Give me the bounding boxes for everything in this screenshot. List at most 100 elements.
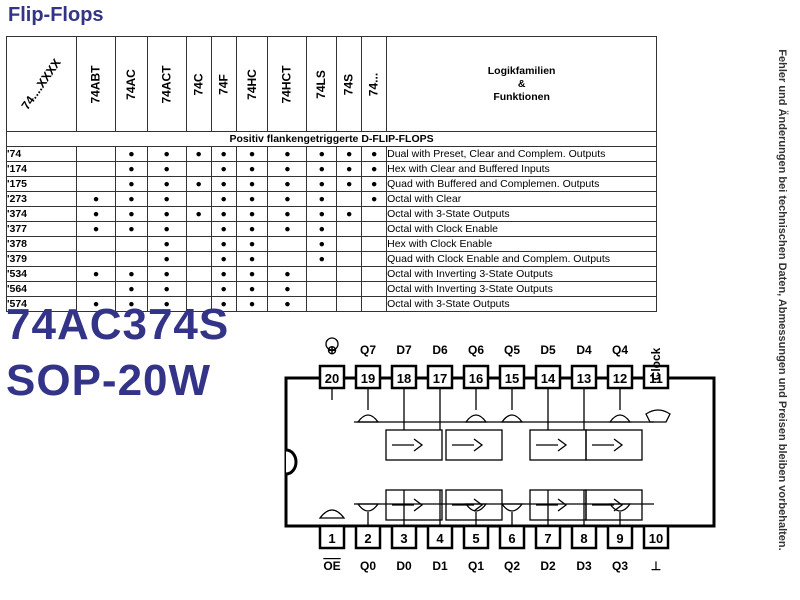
availability-dot: ● (235, 206, 269, 222)
pin-number: 18 (397, 371, 411, 386)
function-description: Quad with Buffered and Complemen. Output… (386, 176, 658, 192)
pin-label: Q3 (612, 559, 628, 573)
function-description: Octal with Clock Enable (386, 221, 658, 237)
clock-arrow (473, 498, 484, 512)
empty-cell (336, 251, 363, 267)
availability-dot: ● (267, 146, 308, 162)
part-code: '574 (6, 296, 77, 312)
function-description: Octal with 3-State Outputs (386, 296, 658, 312)
pin-bottom: 2Q0 (354, 524, 382, 573)
empty-cell (185, 251, 212, 267)
part-code: '377 (6, 221, 77, 237)
pin-number: 5 (472, 531, 479, 546)
empty-cell (361, 206, 388, 222)
availability-dot: ● (115, 266, 148, 282)
empty-cell (267, 236, 308, 252)
availability-dot: ● (361, 191, 388, 207)
availability-dot: ● (210, 266, 237, 282)
flipflop-cell (385, 489, 443, 521)
family-header: 74HC (235, 36, 269, 132)
empty-cell (115, 236, 148, 252)
table-row: '574●●●●●●Octal with 3-State Outputs (6, 296, 658, 312)
section-title: Positiv flankengetriggerte D-FLIP-FLOPS (5, 131, 658, 147)
pin-label: Q6 (468, 343, 484, 357)
availability-dot: ● (267, 191, 308, 207)
pin-label: Q4 (612, 343, 628, 357)
table-row: '378●●●●Hex with Clock Enable (6, 236, 658, 252)
availability-dot: ● (336, 146, 363, 162)
pin-label: Clock (649, 347, 663, 380)
pin-label: Q7 (360, 343, 376, 357)
part-code: '174 (6, 161, 77, 177)
table-row: '379●●●●Quad with Clock Enable and Compl… (6, 251, 658, 267)
availability-dot: ● (210, 296, 237, 312)
pin-label: D6 (432, 343, 448, 357)
pin-bottom: 4D1 (426, 524, 454, 573)
availability-dot: ● (235, 176, 269, 192)
empty-cell (306, 266, 338, 282)
empty-cell (75, 146, 117, 162)
page-title: Flip-Flops (8, 4, 104, 26)
clock-arrow (473, 438, 484, 452)
availability-dot: ● (235, 236, 269, 252)
availability-dot: ● (146, 221, 187, 237)
pin-bottom: 7D2 (534, 524, 562, 573)
pin-label: D0 (396, 559, 412, 573)
pin-label: ⊥ (651, 559, 661, 573)
empty-cell (336, 266, 363, 282)
part-code: '564 (6, 281, 77, 297)
availability-dot: ● (306, 236, 338, 252)
flipflop-cell (585, 489, 643, 521)
clock-buffer (645, 409, 671, 423)
pin-number: 20 (325, 371, 339, 386)
pin-number: 3 (400, 531, 407, 546)
pin-number: 1 (328, 531, 335, 546)
availability-dot: ● (235, 161, 269, 177)
empty-cell (185, 266, 212, 282)
pin-bottom: 5Q1 (462, 524, 490, 573)
availability-dot: ● (336, 176, 363, 192)
family-header: 74ACT (146, 36, 187, 132)
availability-dot: ● (146, 266, 187, 282)
ic-notch (285, 448, 298, 476)
availability-dot: ● (267, 266, 308, 282)
pin-bottom: 8D3 (570, 524, 598, 573)
function-description: Octal with Clear (386, 191, 658, 207)
availability-dot: ● (235, 281, 269, 297)
clock-arrow (413, 498, 424, 512)
availability-dot: ● (306, 161, 338, 177)
empty-cell (185, 161, 212, 177)
empty-cell (361, 251, 388, 267)
ic-pinout-diagram: 20⊕19Q718D717D616Q615Q514D513D412Q411Clo… (284, 337, 716, 573)
availability-dot: ● (115, 191, 148, 207)
clock-arrow (613, 438, 624, 452)
pin-label: Q2 (504, 559, 520, 573)
availability-dot: ● (75, 191, 117, 207)
function-description: Octal with 3-State Outputs (386, 206, 658, 222)
pin-number: 15 (505, 371, 519, 386)
empty-cell (267, 251, 308, 267)
availability-dot: ● (361, 146, 388, 162)
empty-cell (185, 221, 212, 237)
empty-cell (361, 221, 388, 237)
availability-dot: ● (210, 281, 237, 297)
function-description: Hex with Clock Enable (386, 236, 658, 252)
empty-cell (361, 281, 388, 297)
availability-dot: ● (267, 221, 308, 237)
availability-dot: ● (336, 161, 363, 177)
pin-number: 11 (649, 371, 663, 386)
vcc-symbol (325, 337, 339, 351)
pin-number: 7 (544, 531, 551, 546)
pin-number: 2 (364, 531, 371, 546)
availability-dot: ● (146, 236, 187, 252)
pin-box (642, 524, 670, 550)
family-header: 74AC (115, 36, 148, 132)
pin-number: 19 (361, 371, 375, 386)
availability-dot: ● (361, 176, 388, 192)
availability-dot: ● (210, 146, 237, 162)
pin-label: Q5 (504, 343, 520, 357)
availability-dot: ● (75, 206, 117, 222)
